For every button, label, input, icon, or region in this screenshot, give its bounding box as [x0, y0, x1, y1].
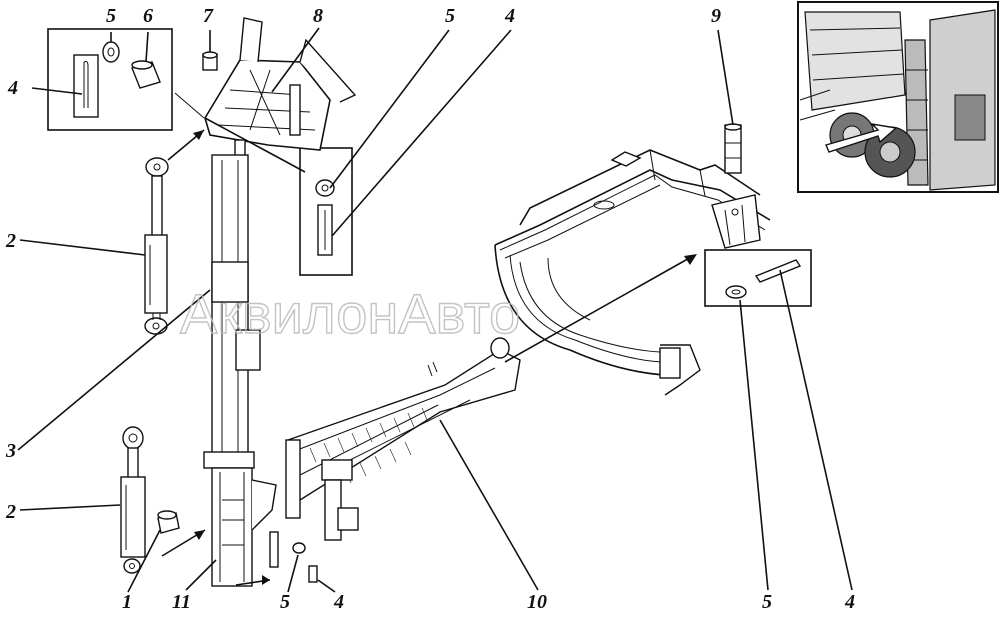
leader-lines	[17, 27, 853, 593]
callout-1: 1	[122, 591, 132, 613]
callout-5-top-left: 5	[106, 5, 116, 27]
callout-2-lower: 2	[5, 501, 16, 523]
detail-box-left	[47, 28, 173, 131]
detail-box-right	[704, 249, 812, 307]
inset-truck-view	[797, 1, 999, 193]
vertical-mast	[203, 154, 318, 587]
detail-box-middle	[299, 147, 353, 276]
callout-2-upper: 2	[5, 230, 16, 252]
callout-5-bottom-right: 5	[762, 591, 772, 613]
callout-7: 7	[203, 5, 214, 27]
callout-10: 10	[527, 591, 547, 613]
callout-6: 6	[143, 5, 153, 27]
callout-4-top-left: 4	[7, 77, 18, 99]
upper-bracket	[202, 17, 357, 173]
callout-11: 11	[172, 591, 191, 613]
callout-5-top-middle: 5	[445, 5, 455, 27]
hydraulic-cylinder-lower	[120, 426, 206, 574]
callout-5-bottom-left: 5	[280, 591, 290, 613]
callout-4-top-middle: 4	[504, 5, 515, 27]
swing-arm	[285, 254, 697, 541]
callout-4-bottom-right: 4	[844, 591, 855, 613]
callout-9: 9	[711, 5, 721, 27]
callout-4-bottom-left: 4	[333, 591, 344, 613]
callout-8: 8	[313, 5, 323, 27]
vehicle-frame	[494, 123, 771, 396]
watermark-text: АквилонАвто	[180, 282, 520, 345]
callout-3: 3	[5, 440, 16, 462]
hydraulic-cylinder-upper	[144, 129, 205, 335]
